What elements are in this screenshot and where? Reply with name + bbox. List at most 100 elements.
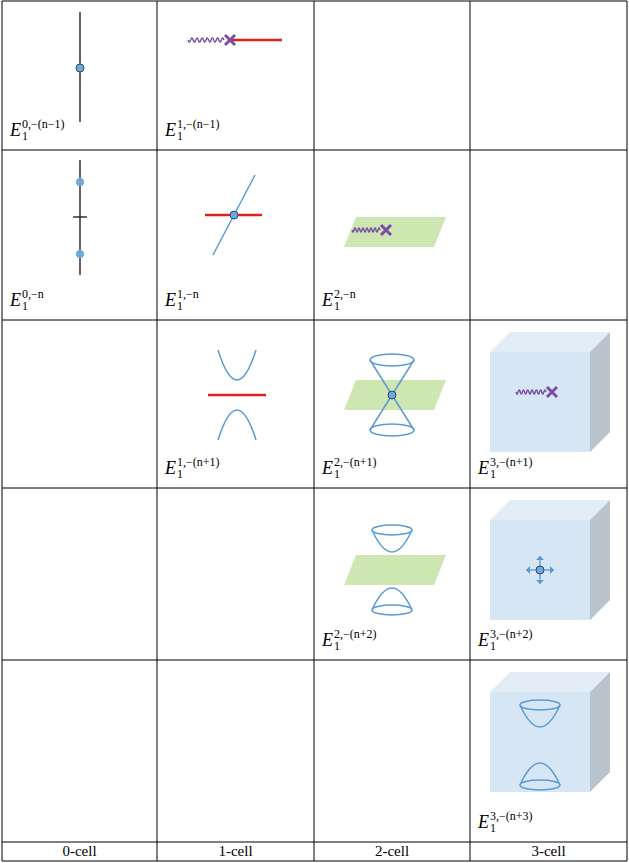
blue-line <box>213 175 255 255</box>
cone-line <box>370 395 392 430</box>
index-stack: 0,−(n−1)1 <box>22 118 65 142</box>
cross-mark <box>381 225 391 235</box>
ellipse-rim <box>370 424 414 436</box>
paraboloid <box>372 588 412 610</box>
superscript: 1,−(n−1) <box>177 118 220 130</box>
grid-line <box>314 1 315 861</box>
wavy-line <box>516 390 546 394</box>
superscript: 3,−(n+3) <box>490 810 533 822</box>
subscript: 1 <box>334 640 377 652</box>
plane <box>344 217 446 247</box>
superscript: 1,−(n+1) <box>177 456 220 468</box>
arrow-head <box>536 580 544 584</box>
arrow-head <box>526 566 530 574</box>
index-stack: 3,−(n+1)1 <box>490 456 533 480</box>
subscript: 1 <box>490 822 533 834</box>
superscript: 3,−(n+2) <box>490 628 533 640</box>
term-label: E0,−n1 <box>10 288 44 312</box>
cube-front <box>490 352 590 452</box>
superscript: 2,−(n+1) <box>334 456 377 468</box>
term-symbol: E <box>478 630 489 651</box>
red-line <box>208 394 266 397</box>
term-label: E3,−(n+3)1 <box>478 810 533 834</box>
index-stack: 2,−(n+2)1 <box>334 628 377 652</box>
term-symbol: E <box>322 630 333 651</box>
plane <box>344 555 446 585</box>
index-stack: 0,−n1 <box>22 288 44 312</box>
term-symbol: E <box>478 812 489 833</box>
superscript: 0,−(n−1) <box>22 118 65 130</box>
subscript: 1 <box>22 300 44 312</box>
ellipse-rim <box>520 700 560 710</box>
cone-line <box>370 360 392 395</box>
wavy-line <box>352 228 380 232</box>
superscript: 0,−n <box>22 288 44 300</box>
term-label: E1,−n1 <box>165 288 199 312</box>
point-dot <box>76 250 84 258</box>
point-dot <box>76 178 84 186</box>
term-symbol: E <box>10 120 21 141</box>
term-symbol: E <box>165 458 176 479</box>
cross-mark <box>547 387 557 397</box>
cube-side <box>590 500 610 620</box>
parabola <box>218 410 256 440</box>
ellipse-rim <box>372 525 412 535</box>
subscript: 1 <box>334 468 377 480</box>
subscript: 1 <box>177 468 220 480</box>
superscript: 2,−n <box>334 288 356 300</box>
subscript: 1 <box>177 300 199 312</box>
index-stack: 2,−n1 <box>334 288 356 312</box>
cross-mark <box>225 35 235 45</box>
paraboloid <box>520 763 560 785</box>
red-line <box>232 39 282 42</box>
cube-top <box>490 332 610 352</box>
point-dot <box>230 211 238 219</box>
wavy-line <box>188 38 224 42</box>
term-symbol: E <box>322 458 333 479</box>
cone-line <box>392 360 414 395</box>
grid-line <box>2 1 3 861</box>
index-stack: 1,−n1 <box>177 288 199 312</box>
tick-mark <box>73 216 87 217</box>
term-symbol: E <box>165 290 176 311</box>
index-stack: 2,−(n+1)1 <box>334 456 377 480</box>
index-stack: 1,−(n+1)1 <box>177 456 220 480</box>
arrow-head <box>550 566 554 574</box>
cube-side <box>590 672 610 792</box>
term-label: E1,−(n−1)1 <box>165 118 220 142</box>
term-label: E2,−n1 <box>322 288 356 312</box>
ellipse-rim <box>520 780 560 790</box>
cube-front <box>490 520 590 620</box>
term-label: E2,−(n+2)1 <box>322 628 377 652</box>
column-header: 3-cell <box>531 843 565 860</box>
cube-front <box>490 692 590 792</box>
term-label: E0,−(n−1)1 <box>10 118 65 142</box>
cone-line <box>392 395 414 430</box>
superscript: 1,−n <box>177 288 199 300</box>
index-stack: 3,−(n+2)1 <box>490 628 533 652</box>
point-dot <box>76 64 84 72</box>
subscript: 1 <box>490 468 533 480</box>
grid-line <box>157 1 158 861</box>
paraboloid <box>372 530 412 552</box>
ellipse-rim <box>370 354 414 366</box>
term-label: E2,−(n+1)1 <box>322 456 377 480</box>
point-dot <box>536 566 544 574</box>
parabola <box>218 350 256 380</box>
term-symbol: E <box>10 290 21 311</box>
point-dot <box>388 391 396 399</box>
subscript: 1 <box>334 300 356 312</box>
superscript: 2,−(n+2) <box>334 628 377 640</box>
cube-top <box>490 672 610 692</box>
index-stack: 1,−(n−1)1 <box>177 118 220 142</box>
term-label: E3,−(n+2)1 <box>478 628 533 652</box>
index-stack: 3,−(n+3)1 <box>490 810 533 834</box>
arrow-head <box>536 556 544 560</box>
subscript: 1 <box>490 640 533 652</box>
term-symbol: E <box>322 290 333 311</box>
column-header: 1-cell <box>218 843 252 860</box>
drawings <box>73 12 610 792</box>
